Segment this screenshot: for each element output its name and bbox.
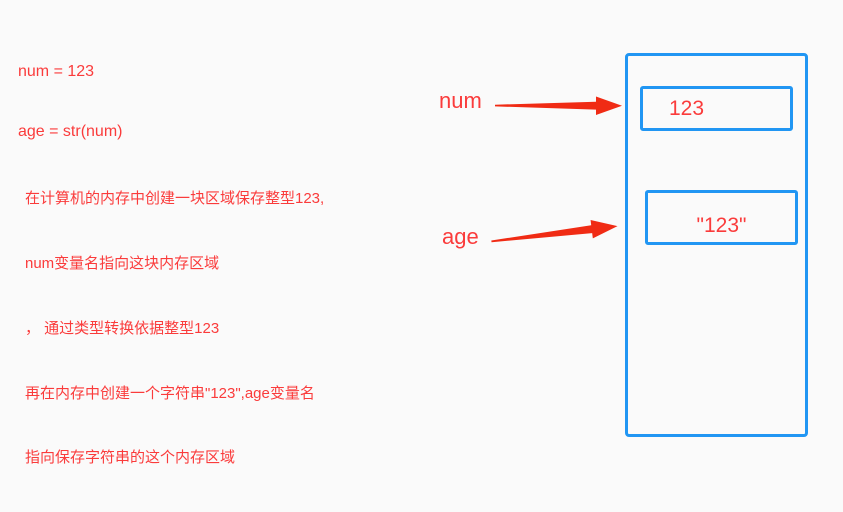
- num-variable-label: num: [439, 88, 482, 113]
- age-arrow-shape: [491, 220, 618, 243]
- description-line: 在计算机的内存中创建一块区域保存整型123,: [25, 190, 325, 208]
- str-value-box: "123": [645, 190, 798, 245]
- int-value-box: 123: [640, 86, 793, 131]
- description-line: 指向保存字符串的这个内存区域: [25, 449, 236, 467]
- age-arrow-icon: [491, 220, 618, 243]
- age-variable-label: age: [442, 224, 479, 249]
- diagram-canvas: num = 123 age = str(num) 在计算机的内存中创建一块区域保…: [18, 22, 808, 466]
- int-value-text: 123: [669, 96, 705, 120]
- code-line-1: num = 123: [18, 63, 95, 80]
- str-value-text: "123": [696, 214, 747, 237]
- description-line: num变量名指向这块内存区域: [25, 254, 220, 272]
- code-snippet: num = 123 age = str(num): [18, 22, 122, 182]
- num-arrow-icon: [495, 96, 622, 115]
- description-line: 再在内存中创建一个字符串"123",age变量名: [25, 384, 315, 402]
- code-line-2: age = str(num): [18, 123, 123, 140]
- description-text: 在计算机的内存中创建一块区域保存整型123, num变量名指向这块内存区域 ， …: [25, 145, 324, 512]
- num-arrow-shape: [495, 96, 622, 115]
- description-line: ， 通过类型转换依据整型123: [25, 319, 220, 337]
- memory-region: [625, 53, 808, 437]
